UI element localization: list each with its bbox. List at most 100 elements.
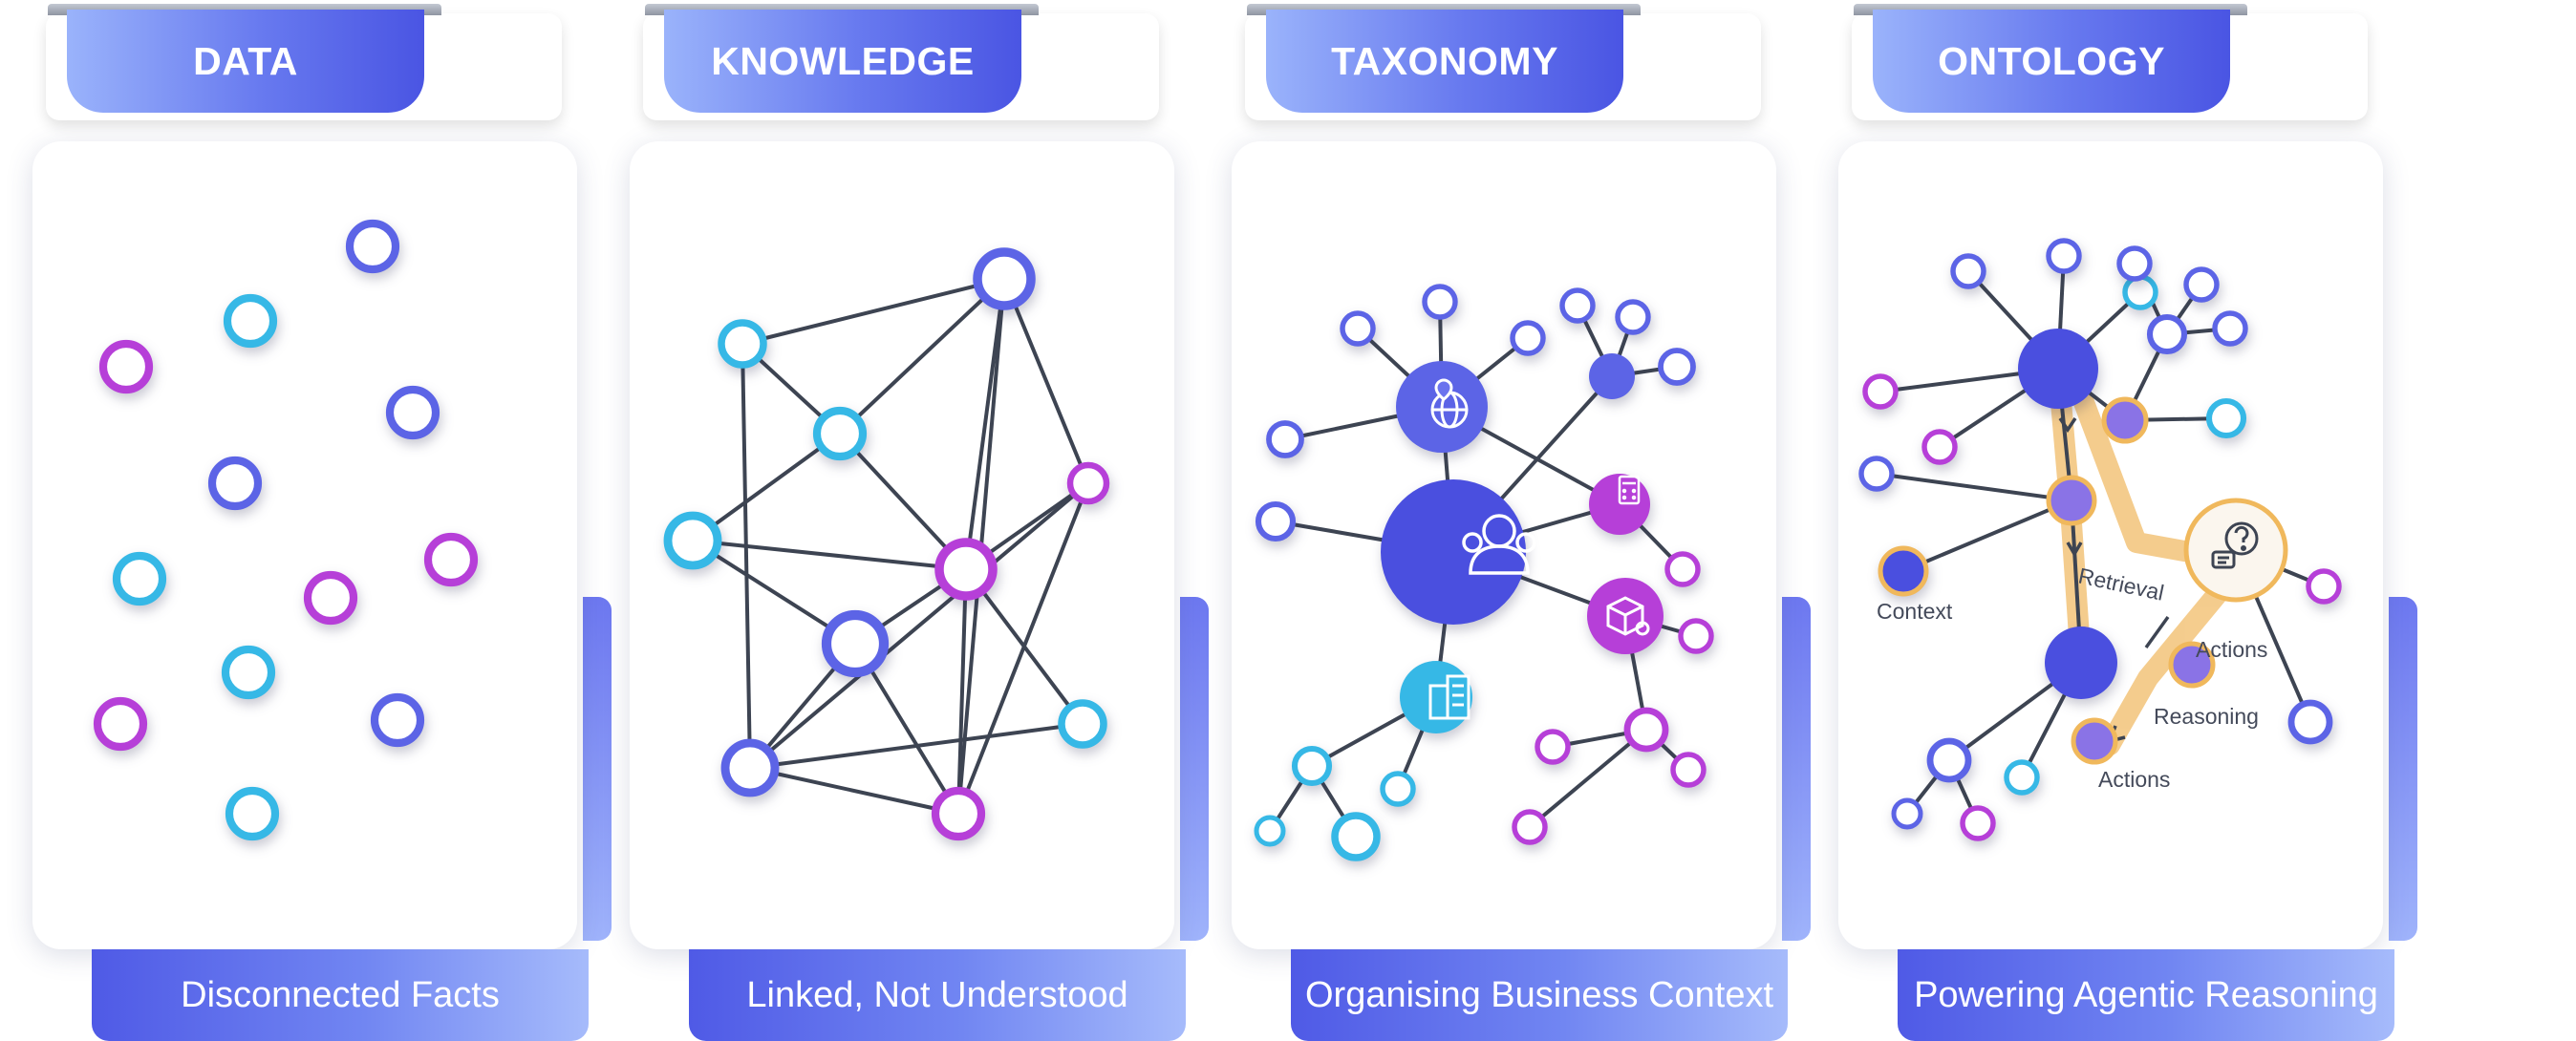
edge <box>964 278 1006 570</box>
ontology-node <box>1862 373 1899 410</box>
panel-title: DATA <box>67 10 424 113</box>
data-node <box>370 692 425 748</box>
context-label: Context <box>1877 599 1953 624</box>
knowledge-node <box>934 538 998 601</box>
card-accent <box>1782 597 1811 941</box>
data-node <box>112 551 167 606</box>
ontology-node <box>1858 456 1895 492</box>
knowledge-node <box>1058 699 1107 749</box>
card-accent <box>583 597 612 941</box>
actions-label-2: Actions <box>2098 767 2170 792</box>
panel-ontology: ONTOLOGY <box>1806 0 2417 1041</box>
ontology-node <box>2205 397 2247 439</box>
actions-label: Actions <box>2196 637 2267 662</box>
data-node <box>423 532 479 587</box>
reasoning-label: Reasoning <box>2154 704 2259 729</box>
card-accent <box>2389 597 2417 941</box>
panel-knowledge: KNOWLEDGE Linked, Not Understood <box>597 0 1209 1041</box>
retrieval-label: Retrieval <box>2076 563 2166 605</box>
panel-caption: Organising Business Context <box>1291 949 1788 1041</box>
edge <box>749 722 1084 770</box>
ontology-path-node <box>2046 475 2097 526</box>
taxonomy-node <box>1266 420 1304 458</box>
knowledge-node <box>1066 461 1110 505</box>
data-diagram <box>93 219 479 841</box>
knowledge-node <box>821 609 890 678</box>
ontology-path-node <box>2071 717 2118 765</box>
taxonomy-node <box>1615 299 1651 335</box>
panel-title: TAXONOMY <box>1266 10 1623 113</box>
edge <box>956 568 968 815</box>
panel-caption: Disconnected Facts <box>92 949 589 1041</box>
ontology-reasoning-hub <box>2183 498 2288 603</box>
taxonomy-node <box>1678 618 1714 654</box>
edge <box>741 343 752 769</box>
ontology-node <box>2146 313 2188 355</box>
data-node <box>225 786 280 841</box>
knowledge-graph <box>663 247 1110 841</box>
knowledge-node <box>718 319 767 369</box>
taxonomy-tree <box>1254 284 1714 861</box>
card-accent <box>1180 597 1209 941</box>
panel-taxonomy: TAXONOMY <box>1199 0 1811 1041</box>
taxonomy-node <box>1331 812 1381 861</box>
panel-data: DATA Disconnected Facts <box>0 0 612 1041</box>
panel-title: KNOWLEDGE <box>664 10 1021 113</box>
taxonomy-node <box>1670 752 1707 788</box>
data-node <box>207 456 263 511</box>
building-icon <box>1428 674 1470 720</box>
data-node <box>98 339 154 394</box>
data-node <box>223 293 278 349</box>
ontology-node <box>2122 274 2158 310</box>
taxonomy-node <box>1512 809 1548 845</box>
data-node <box>93 696 148 752</box>
user-group-icon <box>1462 514 1536 575</box>
data-node <box>385 385 440 440</box>
ontology-node <box>2183 266 2220 303</box>
panel-title: ONTOLOGY <box>1873 10 2230 113</box>
taxonomy-card <box>1232 141 1776 949</box>
edge <box>748 481 1090 770</box>
ontology-node <box>2287 699 2333 745</box>
knowledge-node <box>931 786 986 841</box>
ontology-node <box>1950 253 1986 289</box>
taxonomy-node <box>1380 771 1416 807</box>
data-node <box>221 645 276 700</box>
ontology-path-node <box>2168 641 2216 689</box>
edge <box>1528 728 1648 829</box>
ontology-card: Context Retrieval Actions Reasoning Acti… <box>1838 141 2383 949</box>
edge <box>1876 472 2072 502</box>
taxonomy-node <box>1422 284 1458 320</box>
edge <box>1002 278 1090 484</box>
question-chat-icon <box>2211 521 2259 569</box>
panel-caption: Linked, Not Understood <box>689 949 1186 1041</box>
taxonomy-node <box>1510 320 1546 356</box>
ontology-node <box>2018 329 2098 409</box>
knowledge-node <box>973 247 1036 310</box>
edge <box>692 539 967 571</box>
taxonomy-node <box>1254 815 1286 847</box>
taxonomy-node <box>1340 310 1376 347</box>
edge <box>838 277 1006 436</box>
taxonomy-node <box>1400 661 1472 733</box>
taxonomy-node <box>1255 500 1297 542</box>
data-card <box>32 141 577 949</box>
ontology-node <box>1921 429 1958 465</box>
ontology-node <box>2046 238 2082 274</box>
globe-location-icon <box>1430 378 1469 429</box>
taxonomy-node <box>1559 287 1596 324</box>
edge <box>1902 499 2072 573</box>
ontology-node <box>1926 737 1972 783</box>
edge <box>741 277 1005 346</box>
ontology-node <box>2004 759 2040 796</box>
knowledge-node <box>720 738 780 797</box>
ontology-node <box>2045 627 2117 699</box>
taxonomy-node <box>1381 479 1526 625</box>
taxonomy-node <box>1291 745 1333 787</box>
ontology-node <box>1891 797 1923 830</box>
ontology-node <box>1878 545 1929 597</box>
ontology-node <box>2306 568 2342 605</box>
data-node <box>303 570 358 626</box>
calculator-icon <box>1618 475 1641 505</box>
ontology-graph: Context Retrieval Actions Reasoning Acti… <box>1858 238 2342 841</box>
